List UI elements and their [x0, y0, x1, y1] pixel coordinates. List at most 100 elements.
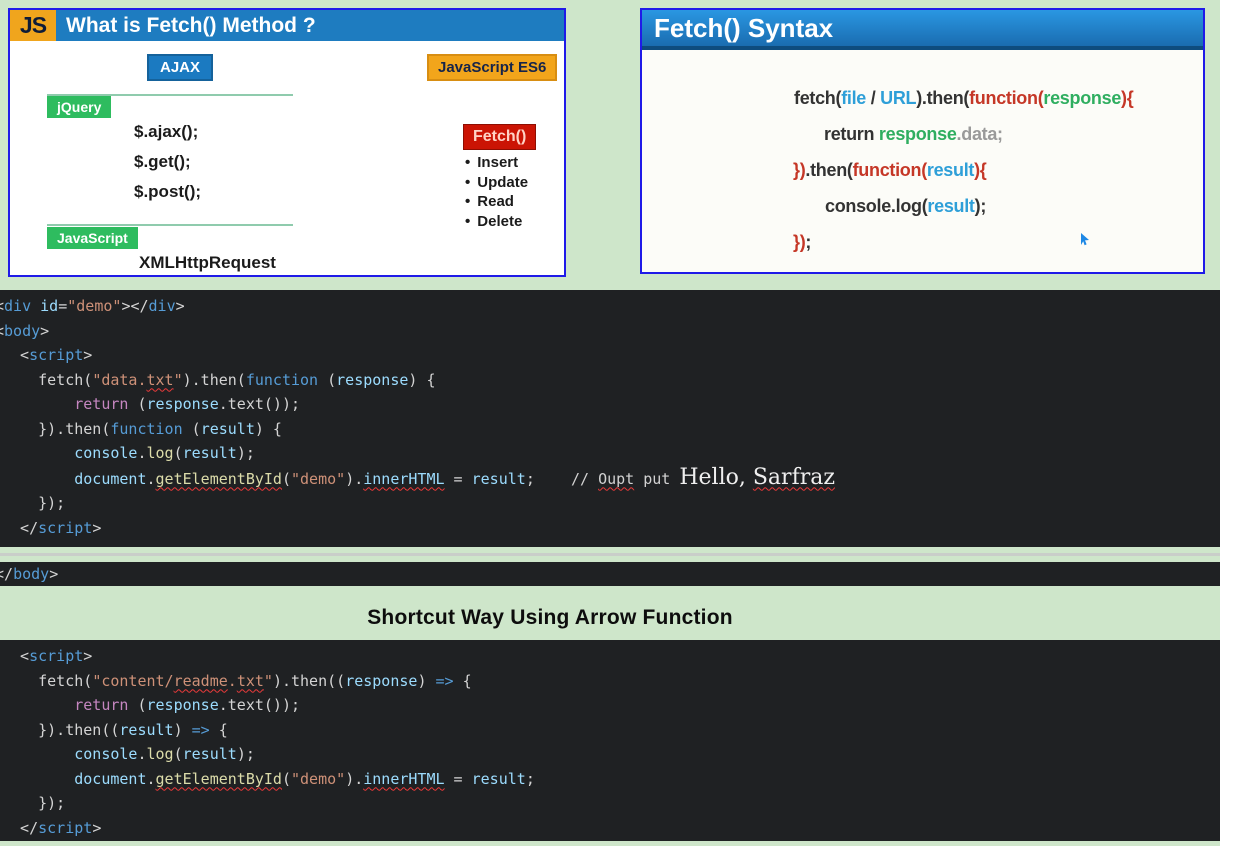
code-token: . [137, 745, 147, 763]
code-token [2, 770, 74, 788]
code-token: getElementById [155, 769, 282, 788]
jquery-method-get: $.get(); [134, 152, 191, 171]
code-line: fetch("data.txt").then(function (respons… [2, 368, 1220, 393]
code-token: }).then(( [2, 720, 120, 739]
code-line: </script> [2, 516, 1220, 541]
code-token: console.log( [825, 196, 928, 216]
code-token: Hello, [679, 464, 753, 490]
fetch-operations-list: •Insert •Update •Read •Delete [465, 153, 528, 231]
code-token [31, 297, 40, 315]
code-token: ( [281, 469, 291, 488]
code-token: ; [525, 469, 571, 488]
operation-label: Insert [477, 154, 519, 171]
code-token: document [74, 469, 147, 488]
code-token: }) [793, 160, 806, 180]
code-token: Sarfraz [752, 464, 835, 490]
javascript-es6-badge: JavaScript ES6 [427, 54, 558, 81]
code-token: ).then( [182, 370, 246, 389]
code-token: = [444, 769, 472, 788]
code-token: ; [525, 769, 535, 788]
code-token: function( [852, 160, 928, 180]
bullet-icon: • [465, 193, 471, 210]
xmlhttprequest-label: XMLHttpRequest [139, 253, 276, 272]
code-token: result [200, 419, 255, 438]
operation-label: Delete [477, 212, 523, 230]
code-token: script [38, 818, 93, 837]
operation-label: Read [477, 193, 514, 210]
code-line: return (response.text()); [2, 392, 1220, 417]
code-token: ( [173, 444, 183, 462]
fetch-syntax-code: fetch(file / URL).then(function(response… [642, 50, 1203, 260]
code-editor-block-2: <script> fetch("content/readme.txt").the… [0, 640, 1220, 841]
code-token: ( [182, 419, 201, 438]
code-token [2, 395, 74, 413]
code-token: .text()); [218, 395, 301, 413]
green-strip [0, 547, 1220, 553]
code-token: . [146, 769, 156, 788]
code-token: . [146, 469, 156, 488]
code-token: "demo" [291, 469, 346, 488]
list-item: •Insert [465, 153, 528, 173]
code-token: log [146, 444, 174, 462]
code-token: script [29, 647, 84, 665]
code-line: return (response.text()); [2, 693, 1220, 718]
code-line: }).then(function (result) { [2, 417, 1220, 442]
code-token: txt [146, 370, 174, 389]
code-token: }) [793, 232, 806, 252]
code-token: response [345, 671, 418, 690]
code-token: = [58, 297, 68, 315]
code-line: fetch(file / URL).then(function(response… [794, 80, 1203, 116]
code-token: log [146, 745, 174, 763]
code-token: console [74, 745, 138, 763]
code-token: ) [173, 720, 192, 739]
code-token: => [191, 720, 210, 739]
code-token: function [245, 370, 319, 389]
code-token: < [0, 297, 4, 315]
code-token: innerHTML [363, 769, 445, 788]
code-line: console.log(result); [2, 742, 1220, 767]
code-token: }).then( [2, 419, 111, 438]
code-token: result [927, 196, 975, 216]
code-token: fetch( [794, 88, 842, 108]
code-token: / [866, 88, 881, 108]
code-line: <div id="demo"></div> [0, 294, 1220, 319]
body-close-bar: </body> [0, 562, 1220, 586]
code-token: </ [2, 518, 39, 537]
code-line: console.log(result); [825, 188, 1203, 224]
code-token: readme [173, 671, 228, 690]
code-line: }); [2, 791, 1220, 816]
code-token: return [824, 124, 879, 144]
code-token: response [336, 370, 409, 389]
code-token: .then( [805, 160, 853, 180]
operation-label: Update [477, 173, 529, 191]
code-token: { [209, 720, 228, 739]
code-token: id [40, 297, 59, 315]
panel-header: JS What is Fetch() Method ? [10, 10, 564, 41]
code-token: </ [0, 565, 14, 583]
code-token: "demo" [291, 769, 346, 788]
code-token: fetch( [2, 671, 93, 690]
jquery-method-ajax: $.ajax(); [134, 122, 199, 141]
code-line: <script> [2, 644, 1220, 669]
code-line: }).then((result) => { [2, 718, 1220, 743]
code-token: ).then(( [272, 671, 346, 690]
code-token: ). [345, 769, 364, 788]
divider-line [47, 94, 293, 96]
code-token: put [634, 469, 680, 488]
code-token: ) { [408, 370, 436, 389]
gray-divider-line [0, 553, 1220, 556]
code-token: < [0, 322, 4, 340]
code-token: ); [236, 444, 255, 462]
code-token: > [92, 818, 102, 837]
code-token: script [29, 346, 84, 364]
fetch-syntax-title: Fetch() Syntax [642, 10, 1203, 50]
ajax-badge: AJAX [147, 54, 214, 81]
code-token: response [146, 696, 219, 714]
code-line: fetch("content/readme.txt").then((respon… [2, 669, 1220, 694]
heading-row: Shortcut Way Using Arrow Function [0, 586, 1220, 640]
code-token: file [841, 88, 867, 108]
code-token: ; [805, 232, 812, 252]
code-editor-block-1: <div id="demo"></div><body> <script> fet… [0, 290, 1220, 547]
code-token: body [4, 321, 41, 340]
mouse-cursor-icon [1080, 232, 1090, 246]
